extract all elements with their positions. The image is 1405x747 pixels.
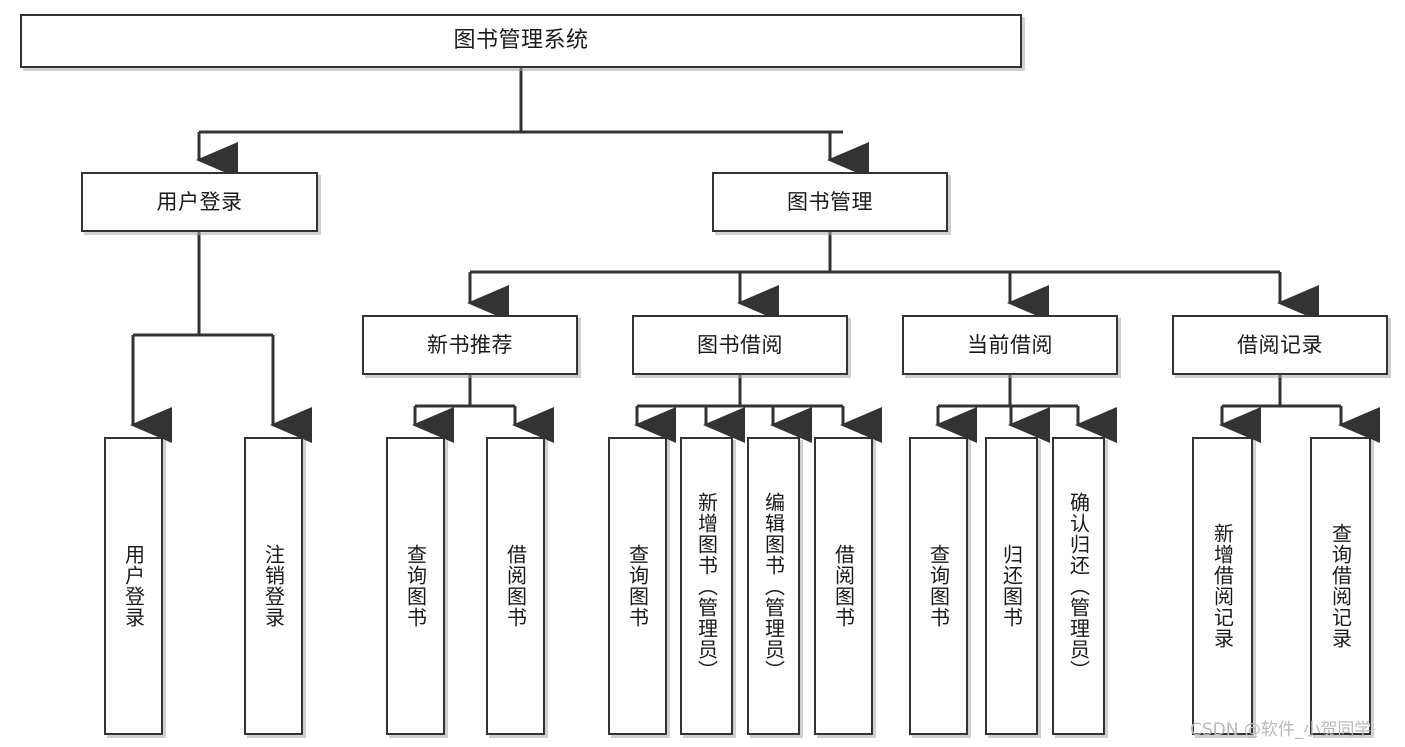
- node-current-borrow[interactable]: 当前借阅: [902, 315, 1118, 375]
- node-leaf-query-record[interactable]: 查询借阅记录: [1310, 437, 1371, 735]
- node-root[interactable]: 图书管理系统: [20, 14, 1022, 68]
- watermark: CSDN @软件_小贺同学: [1190, 720, 1372, 740]
- node-leaf-add-book-label: 新增图书（管理员）: [694, 491, 719, 681]
- node-leaf-logout[interactable]: 注销登录: [244, 437, 303, 735]
- node-leaf-confirm-return[interactable]: 确认归还（管理员）: [1052, 437, 1105, 735]
- node-leaf-add-record[interactable]: 新增借阅记录: [1192, 437, 1253, 735]
- node-leaf-edit-book[interactable]: 编辑图书（管理员）: [747, 437, 800, 735]
- node-leaf-query-record-label: 查询借阅记录: [1328, 523, 1353, 649]
- node-leaf-add-record-label: 新增借阅记录: [1210, 523, 1235, 649]
- node-book-manage-label: 图书管理: [787, 189, 873, 214]
- node-borrow-record[interactable]: 借阅记录: [1172, 315, 1388, 375]
- node-leaf-query-book-1[interactable]: 查询图书: [386, 437, 445, 735]
- node-leaf-add-book[interactable]: 新增图书（管理员）: [680, 437, 733, 735]
- node-leaf-query-book-3[interactable]: 查询图书: [909, 437, 968, 735]
- node-current-borrow-label: 当前借阅: [967, 332, 1053, 357]
- node-leaf-edit-book-label: 编辑图书（管理员）: [761, 491, 786, 681]
- node-leaf-user-login[interactable]: 用户登录: [104, 437, 163, 735]
- node-leaf-borrow-book-1-label: 借阅图书: [503, 544, 528, 628]
- node-book-borrow[interactable]: 图书借阅: [632, 315, 848, 375]
- node-book-borrow-label: 图书借阅: [697, 332, 783, 357]
- node-leaf-query-book-3-label: 查询图书: [926, 544, 951, 628]
- node-leaf-query-book-2-label: 查询图书: [625, 544, 650, 628]
- node-leaf-confirm-return-label: 确认归还（管理员）: [1066, 491, 1091, 681]
- node-leaf-return-book[interactable]: 归还图书: [985, 437, 1038, 735]
- node-user-login[interactable]: 用户登录: [81, 172, 318, 232]
- node-root-label: 图书管理系统: [453, 28, 589, 54]
- node-leaf-borrow-book-1[interactable]: 借阅图书: [486, 437, 545, 735]
- node-leaf-query-book-1-label: 查询图书: [403, 544, 428, 628]
- node-borrow-record-label: 借阅记录: [1237, 332, 1323, 357]
- node-leaf-borrow-book-2[interactable]: 借阅图书: [814, 437, 873, 735]
- node-leaf-borrow-book-2-label: 借阅图书: [831, 544, 856, 628]
- node-new-book-rec-label: 新书推荐: [427, 332, 513, 357]
- node-leaf-logout-label: 注销登录: [261, 544, 286, 628]
- node-leaf-return-book-label: 归还图书: [999, 544, 1024, 628]
- node-user-login-label: 用户登录: [156, 189, 243, 214]
- node-leaf-user-login-label: 用户登录: [121, 544, 146, 628]
- node-new-book-rec[interactable]: 新书推荐: [362, 315, 578, 375]
- node-book-manage[interactable]: 图书管理: [712, 172, 948, 232]
- node-leaf-query-book-2[interactable]: 查询图书: [608, 437, 667, 735]
